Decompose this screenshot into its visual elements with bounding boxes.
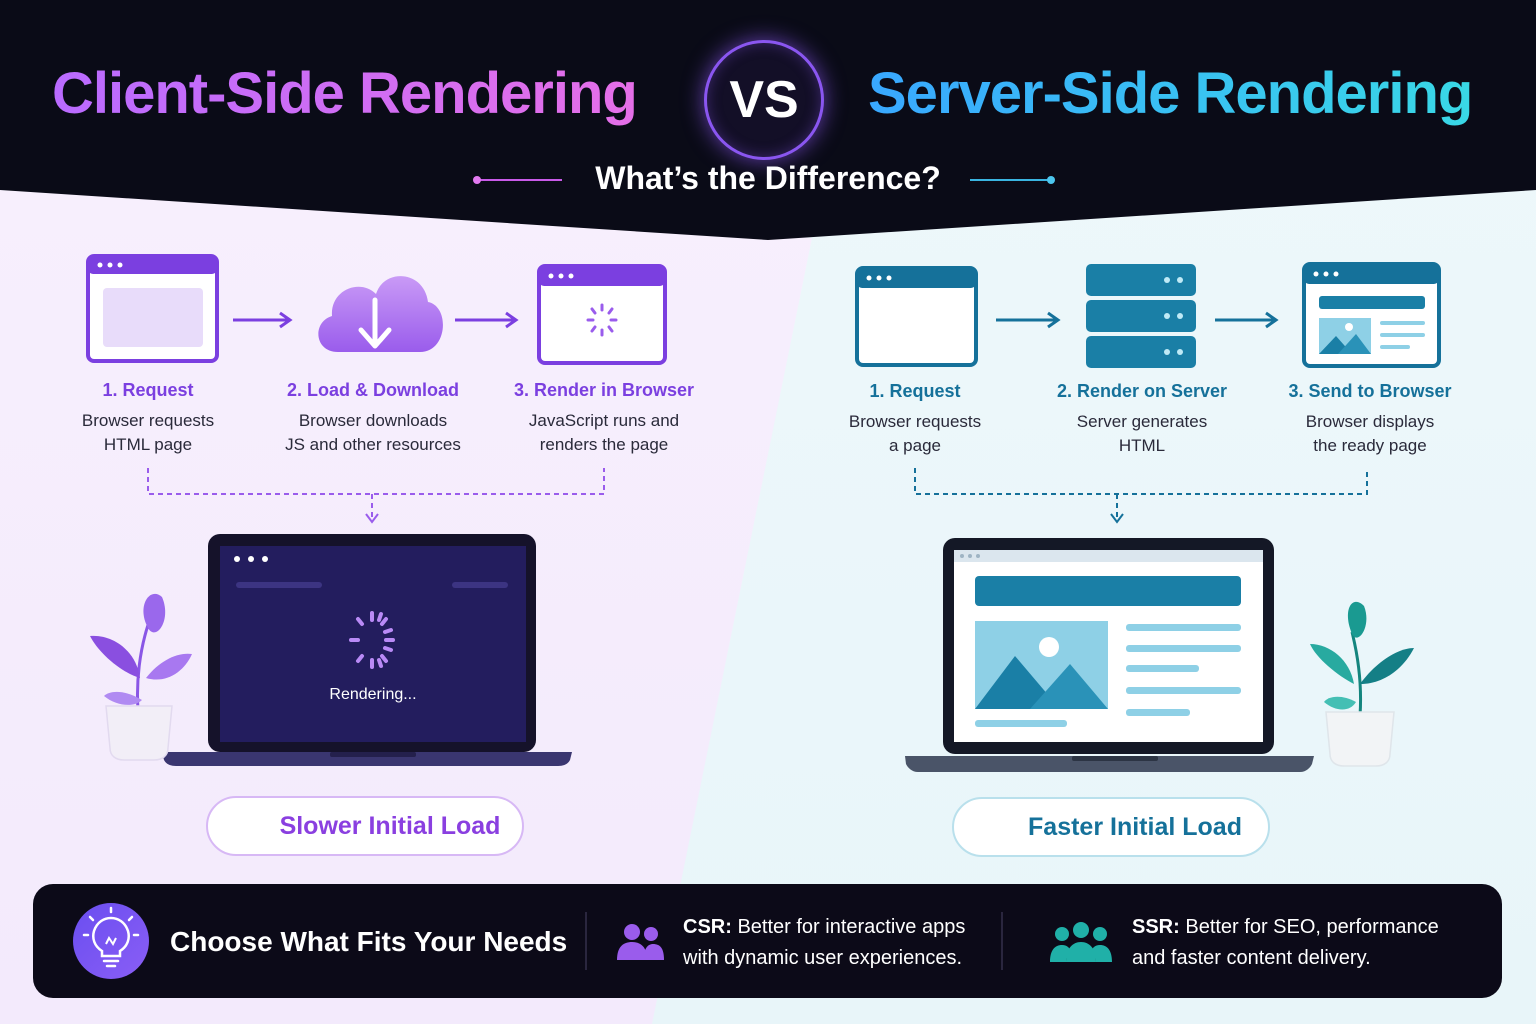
group-icon [1050, 922, 1112, 962]
arrow-right-icon [996, 311, 1061, 329]
laptop-rendering [162, 534, 572, 766]
rendering-status: Rendering... [329, 686, 417, 703]
arrow-down-icon [1110, 513, 1124, 524]
step-desc: Browser requests [81, 411, 215, 430]
users-icon [617, 924, 664, 960]
arrow-down-icon [365, 513, 379, 524]
arrow-right-icon [233, 311, 293, 329]
step-desc: HTML page [103, 435, 193, 454]
step-desc: JavaScript runs and [528, 411, 680, 430]
ssr-step-3: 3. Send to Browser Browser displays the … [1260, 381, 1480, 458]
ssr-connector [914, 468, 1368, 520]
step-desc: Browser downloads [298, 411, 448, 430]
csr-connector [147, 468, 605, 520]
plant-illustration [90, 593, 192, 761]
faster-load-badge: Faster Initial Load [952, 797, 1270, 857]
ssr-title: Server-Side Rendering [868, 61, 1473, 126]
vs-badge: VS [704, 40, 824, 160]
cloud-download-icon [318, 276, 443, 352]
lightbulb-icon [73, 903, 149, 979]
ssr-summary-line: and faster content delivery. [1132, 947, 1371, 969]
csr-step-3: 3. Render in Browser JavaScript runs and… [494, 380, 714, 457]
browser-window-icon [86, 254, 219, 363]
step-title: 2. Load & Download [286, 380, 459, 400]
csr-summary-line: with dynamic user experiences. [683, 947, 963, 969]
slower-load-badge: Slower Initial Load [206, 796, 524, 856]
arrow-right-icon [1215, 311, 1279, 329]
csr-title: Client-Side Rendering [52, 61, 638, 126]
browser-page-icon [1302, 262, 1441, 368]
step-title: 3. Render in Browser [513, 380, 695, 400]
step-title: 1. Request [102, 380, 194, 400]
ssr-summary-label: SSR: [1132, 916, 1180, 938]
step-desc: Browser requests [848, 412, 982, 431]
summary-bar [33, 884, 1502, 998]
step-desc: a page [889, 436, 941, 455]
step-desc: Browser displays [1305, 412, 1435, 431]
step-desc: renders the page [539, 435, 669, 454]
laptop-ready-page [905, 538, 1314, 772]
summary-title: Choose What Fits Your Needs [170, 926, 568, 957]
step-desc: JS and other resources [285, 435, 461, 454]
step-desc: HTML [1118, 436, 1166, 455]
plant-illustration [1310, 601, 1414, 767]
step-desc: the ready page [1313, 436, 1427, 455]
arrow-right-icon [455, 311, 519, 329]
badge-label: Faster Initial Load [1028, 812, 1242, 841]
step-title: 3. Send to Browser [1288, 381, 1452, 401]
step-desc: Server generates [1076, 412, 1208, 431]
server-icon [1086, 264, 1196, 368]
step-title: 2. Render on Server [1056, 381, 1228, 401]
step-title: 1. Request [869, 381, 961, 401]
csr-summary-line: Better for interactive apps [737, 916, 966, 938]
csr-step-1: 1. Request Browser requests HTML page [38, 380, 258, 457]
badge-label: Slower Initial Load [279, 811, 501, 840]
csr-step-2: 2. Load & Download Browser downloads JS … [262, 380, 484, 457]
browser-loading-icon [537, 264, 667, 365]
ssr-step-2: 2. Render on Server Server generates HTM… [1032, 381, 1252, 458]
browser-window-icon [855, 266, 978, 367]
ssr-summary-line: Better for SEO, performance [1185, 916, 1439, 938]
ssr-summary: SSR: Better for SEO, performance and fas… [1132, 912, 1439, 974]
csr-summary-label: CSR: [683, 916, 732, 938]
subtitle: What’s the Difference? [595, 160, 941, 196]
csr-summary: CSR: Better for interactive apps with dy… [683, 912, 965, 974]
ssr-step-1: 1. Request Browser requests a page [805, 381, 1025, 458]
